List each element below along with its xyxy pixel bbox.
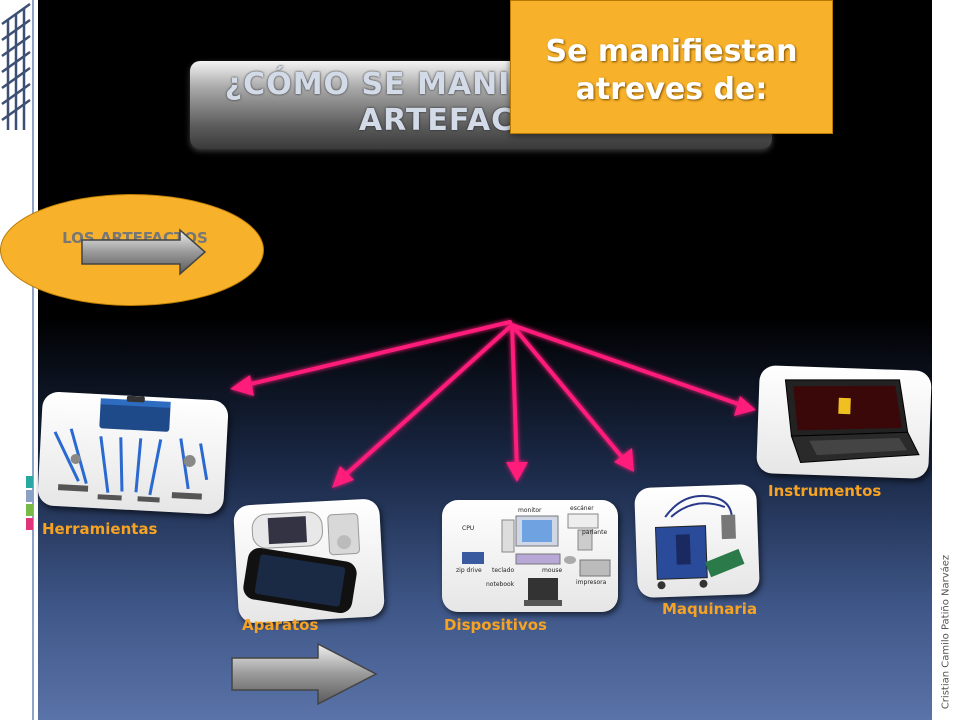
decor-square-gray — [26, 490, 33, 502]
right-margin — [932, 0, 960, 720]
herramientas-card — [37, 391, 229, 515]
ellipse-arrow-icon — [81, 228, 207, 276]
decor-vertical-line — [32, 0, 34, 720]
branch-arrow-maquinaria — [510, 323, 628, 464]
computer-peripherals-image: monitor escáner CPU parlante teclado mou… — [456, 505, 611, 606]
branch-arrow-dispositivos — [510, 323, 519, 472]
decor-square-green — [26, 504, 33, 516]
machine-image — [654, 494, 745, 590]
phone-devices-image — [243, 511, 360, 614]
device-label-netbook: notebook — [486, 581, 515, 588]
label-dispositivos: Dispositivos — [444, 616, 547, 634]
device-label-scanner: escáner — [570, 505, 594, 512]
label-aparatos: Aparatos — [242, 616, 319, 634]
dispositivos-card: monitor escáner CPU parlante teclado mou… — [442, 500, 618, 612]
instrumentos-card — [756, 365, 932, 479]
label-maquinaria: Maquinaria — [662, 600, 758, 618]
device-label-speaker: parlante — [582, 529, 607, 536]
callout-box: Se manifiestan atreves de: — [510, 0, 833, 134]
branch-arrow-herramientas — [240, 320, 512, 388]
device-label-keyboard: teclado — [492, 567, 514, 574]
arrowhead-maquinaria — [614, 448, 634, 472]
arrowhead-herramientas — [230, 375, 254, 396]
branch-arrow-instrumentos — [510, 323, 746, 408]
aparatos-card — [233, 498, 385, 624]
bottom-arrow-icon — [231, 642, 378, 706]
label-instrumentos: Instrumentos — [768, 482, 882, 500]
arrowhead-instrumentos — [734, 396, 756, 416]
decor-square-pink — [26, 518, 33, 530]
arrowhead-dispositivos — [506, 462, 528, 482]
toolkit-image — [53, 395, 209, 503]
author-credit: Cristian Camilo Patiño Narváez — [940, 554, 952, 710]
maquinaria-card — [634, 483, 760, 599]
device-label-printer: impresora — [576, 579, 607, 586]
label-herramientas: Herramientas — [42, 520, 158, 538]
laptop-image — [784, 379, 920, 464]
callout-text: Se manifiestan atreves de: — [545, 34, 798, 107]
device-label-mouse: mouse — [542, 567, 562, 574]
branch-arrow-aparatos — [340, 323, 514, 480]
document-stack-icon — [1, 2, 31, 130]
decor-square-teal — [26, 476, 33, 488]
device-label-zip: zip drive — [456, 567, 482, 574]
device-label-cpu: CPU — [462, 525, 474, 532]
device-label-monitor: monitor — [518, 507, 542, 514]
left-margin — [0, 0, 38, 720]
arrowhead-aparatos — [332, 466, 354, 488]
